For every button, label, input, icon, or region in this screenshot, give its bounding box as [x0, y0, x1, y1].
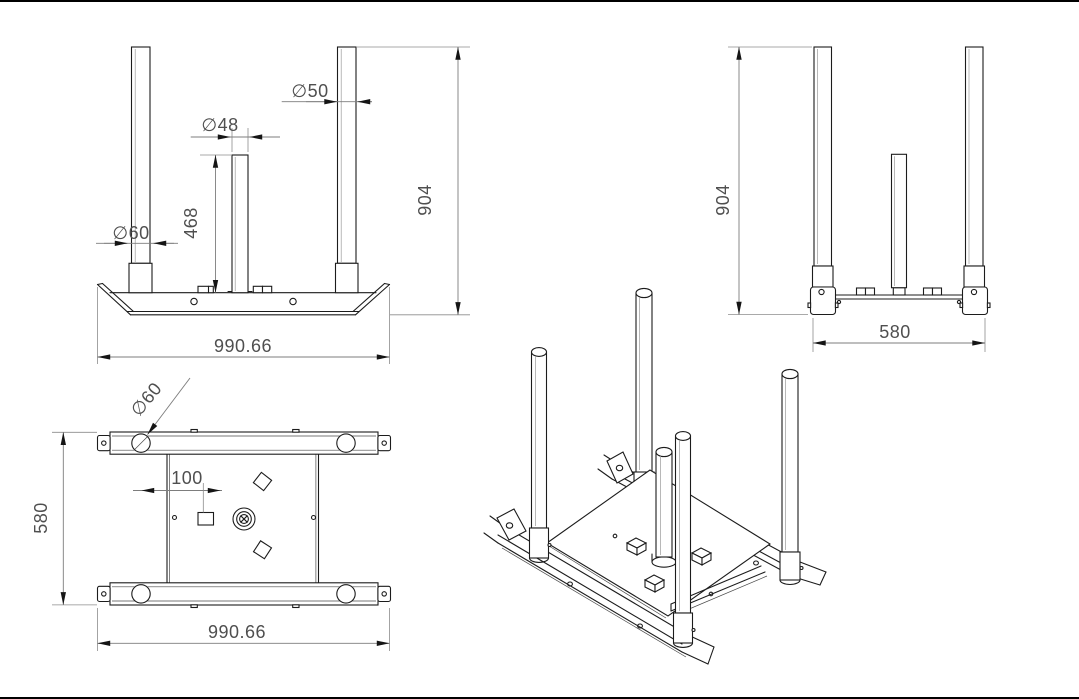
- iso-post-back: [633, 287, 658, 502]
- post-sleeve: [334, 262, 359, 294]
- post-sleeve: [128, 262, 153, 294]
- post-flange: [651, 556, 677, 568]
- bolt: [864, 287, 876, 296]
- skid-bracket: [809, 286, 837, 316]
- plate-hole: [171, 514, 178, 521]
- clamp-block: [252, 540, 273, 560]
- bolt: [931, 287, 943, 296]
- plan-top-rail: [96, 428, 392, 455]
- clamp-cube: [643, 574, 666, 593]
- front-view: ∅50 ∅48 ∅60 468 904: [96, 46, 470, 364]
- dim-dia50: ∅50: [281, 81, 372, 105]
- end-plate-hole: [101, 591, 107, 597]
- side-base: [832, 287, 966, 305]
- dim-label-904: 904: [415, 184, 435, 216]
- dim-label-990-plan: 990.66: [208, 622, 266, 642]
- bracket-hole: [615, 464, 624, 472]
- side-left-post: [807, 46, 839, 316]
- clamp-block: [261, 285, 273, 294]
- dim-580-side: 580: [812, 318, 986, 352]
- dim-990-front: 990.66: [97, 287, 390, 364]
- post-sleeve: [672, 612, 694, 644]
- dim-904-front: 904: [357, 46, 470, 316]
- iso-post-front: [672, 431, 696, 648]
- dim-580-plan: 580: [31, 431, 97, 606]
- rail-hole: [567, 581, 573, 587]
- dim-label-dia60-plan: ∅60: [127, 378, 166, 419]
- clamp-block: [197, 285, 214, 294]
- front-left-post: [128, 46, 153, 294]
- bracket-hole: [818, 288, 825, 296]
- dim-label-580-side: 580: [879, 322, 911, 342]
- end-plate-hole: [101, 440, 107, 446]
- bracket-hole: [505, 522, 514, 529]
- side-center-post: [890, 153, 908, 289]
- dim-990-plan: 990.66: [97, 608, 390, 651]
- plate-hole: [310, 514, 317, 521]
- dim-468: 468: [181, 154, 232, 293]
- front-center-post: [231, 154, 249, 294]
- rail-end-plate: [377, 585, 392, 603]
- dim-label-990-front: 990.66: [214, 336, 272, 356]
- clamp-block: [197, 511, 215, 526]
- base-hole: [190, 297, 198, 306]
- post-sleeve: [811, 265, 834, 288]
- dim-label-580-plan: 580: [31, 502, 51, 534]
- iso-post-left: [528, 347, 552, 563]
- iso-view: [483, 287, 827, 665]
- dim-label-dia50: ∅50: [291, 81, 328, 101]
- tube-socket: [336, 584, 356, 604]
- iso-clamp-cubes: [625, 537, 713, 593]
- dim-label-100: 100: [171, 468, 203, 488]
- rail-hole: [753, 560, 759, 566]
- iso-post-right: [779, 368, 804, 586]
- center-post-mount: [892, 287, 906, 296]
- rail-end-plate: [96, 585, 111, 603]
- skid-bracket: [606, 451, 634, 484]
- post-sleeve: [528, 527, 550, 559]
- side-right-post: [959, 46, 991, 316]
- dim-100: 100: [133, 468, 222, 513]
- plan-view: ∅60 100 580 990.66: [31, 377, 392, 651]
- plan-bottom-rail: [96, 582, 392, 609]
- side-view: 904 580: [713, 46, 991, 352]
- clamp-block: [252, 285, 264, 294]
- post-sleeve: [779, 551, 801, 581]
- iso-post-center: [651, 446, 677, 568]
- deck-hole: [612, 533, 618, 539]
- bolt: [855, 287, 867, 296]
- dim-904-side: 904: [713, 46, 812, 315]
- rail-end-plate: [377, 434, 392, 452]
- dim-label-904-side: 904: [713, 184, 733, 216]
- clamp-cube: [690, 547, 713, 566]
- dim-label-dia60: ∅60: [112, 223, 149, 243]
- post-sleeve: [963, 265, 986, 288]
- clamp-cube: [625, 537, 648, 556]
- plan-plate: [166, 453, 320, 584]
- skid-bracket: [961, 286, 989, 316]
- dim-dia60-plan: ∅60: [127, 377, 191, 435]
- skid-bracket: [496, 508, 527, 541]
- front-base: [96, 282, 391, 316]
- front-right-post: [334, 46, 359, 294]
- base-hole: [289, 297, 297, 306]
- clamp-block: [252, 471, 273, 492]
- rail-end-plate: [96, 434, 111, 452]
- tube-socket: [336, 433, 356, 453]
- dim-label-468: 468: [181, 207, 201, 239]
- tube-socket: [131, 584, 151, 604]
- end-plate-hole: [381, 591, 387, 597]
- bracket-hole: [970, 288, 978, 296]
- rail-hole: [637, 623, 643, 629]
- end-plate-hole: [381, 440, 387, 446]
- bolt: [922, 287, 934, 296]
- dim-label-dia48: ∅48: [201, 115, 238, 135]
- center-post-section: [232, 507, 256, 531]
- dim-dia48: ∅48: [190, 115, 280, 152]
- dim-dia60-front: ∅60: [96, 223, 178, 246]
